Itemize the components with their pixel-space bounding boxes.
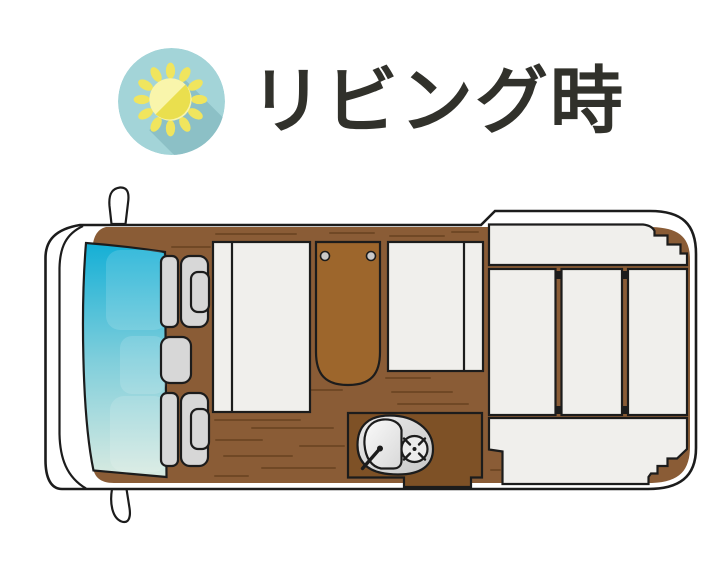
side-mirror-top bbox=[108, 186, 130, 226]
rear-bench-top bbox=[487, 223, 689, 267]
sun-rays bbox=[133, 62, 208, 137]
rear-bed-panel-2 bbox=[560, 267, 624, 417]
faucet bbox=[360, 445, 383, 471]
side-mirror-bottom bbox=[110, 487, 131, 524]
passenger-seat bbox=[159, 391, 211, 468]
dining-table bbox=[314, 240, 382, 387]
stove-burner bbox=[400, 434, 429, 464]
front-seats bbox=[159, 254, 211, 468]
icon-long-shadow bbox=[149, 79, 225, 155]
rear-bench-bottom bbox=[487, 416, 689, 486]
sun-disc-shade bbox=[155, 84, 191, 120]
page-title: リビング時 bbox=[250, 61, 625, 142]
driver-seat bbox=[159, 254, 211, 329]
rear-bed-panel-1 bbox=[487, 267, 557, 417]
table-peg bbox=[319, 250, 331, 262]
windshield bbox=[81, 241, 168, 479]
passenger-headrest bbox=[189, 407, 211, 451]
panel-latches bbox=[556, 271, 628, 414]
hood-line bbox=[58, 225, 87, 490]
bed-panel-left bbox=[211, 240, 312, 414]
rear-bed-panels bbox=[487, 267, 689, 417]
header: リビング時 bbox=[118, 48, 625, 155]
sun-icon bbox=[118, 48, 225, 155]
rear-bed-panel-3 bbox=[626, 267, 689, 417]
driver-headrest bbox=[189, 270, 211, 314]
wood-grain bbox=[171, 231, 501, 477]
windshield-reflections bbox=[106, 250, 167, 472]
table-peg bbox=[365, 250, 377, 262]
bed-panel-right bbox=[386, 240, 485, 373]
middle-seat bbox=[159, 335, 193, 385]
